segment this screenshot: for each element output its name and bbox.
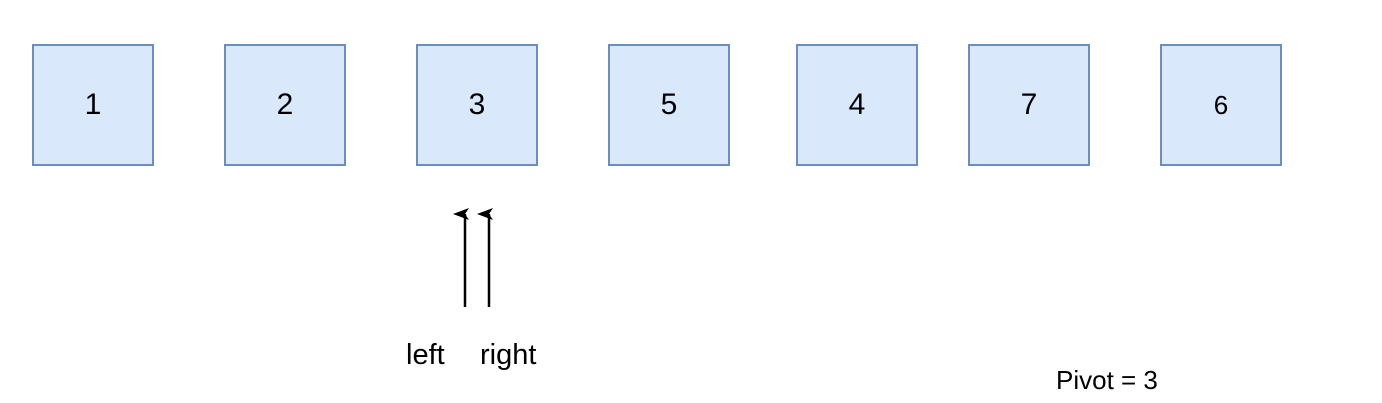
array-cell-2: 3 — [416, 44, 538, 166]
pivot-label: Pivot = 3 — [1056, 365, 1158, 395]
array-cell-1: 2 — [224, 44, 346, 166]
array-cell-3: 5 — [608, 44, 730, 166]
array-cell-4: 4 — [796, 44, 918, 166]
array-cell-0: 1 — [32, 44, 154, 166]
array-cell-6: 6 — [1160, 44, 1282, 166]
array-cell-5: 7 — [968, 44, 1090, 166]
left-pointer-label: left — [406, 339, 445, 371]
right-pointer-label: right — [480, 339, 537, 371]
